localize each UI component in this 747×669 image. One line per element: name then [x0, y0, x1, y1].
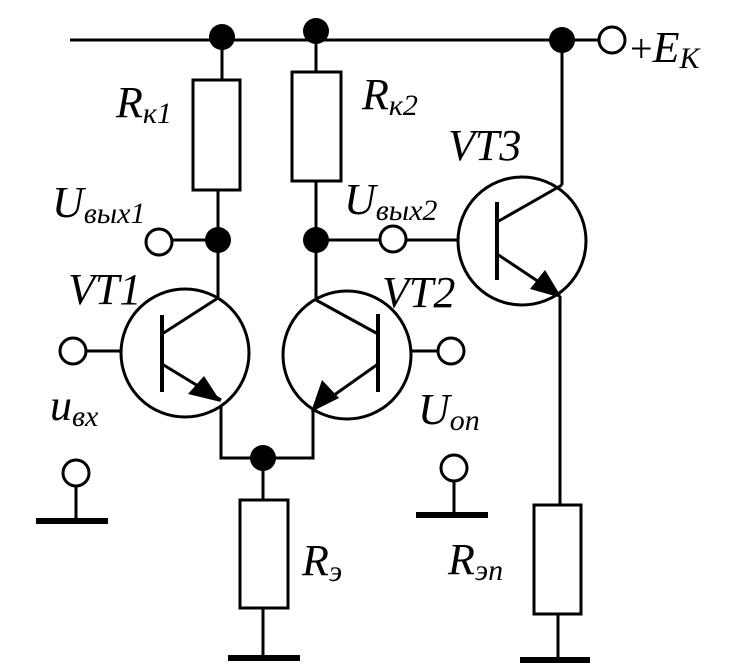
label-rk1: Rк1: [115, 78, 172, 130]
label-rk2: Rк2: [361, 70, 418, 122]
transistor-vt3: [456, 175, 588, 307]
label-supply: +EK: [630, 23, 701, 75]
label-vt2: VT2: [382, 268, 455, 317]
transistor-vt1: [119, 287, 251, 419]
node-vt1-collector: [205, 227, 231, 253]
node-vt2-collector: [303, 227, 329, 253]
label-uout1: Uвых1: [52, 178, 145, 230]
node-rail-rk1: [209, 24, 235, 50]
node-rail-rk2: [303, 18, 329, 44]
vt3-collector: [496, 183, 563, 224]
label-re: Rэ: [301, 536, 342, 588]
terminal-uref: [436, 336, 466, 366]
label-rep: Rэп: [447, 535, 503, 587]
terminal-uout2: [378, 224, 408, 254]
node-emitters: [250, 445, 276, 471]
vt2-collector: [315, 298, 379, 336]
label-uout2: Uвых2: [344, 175, 437, 227]
resistor-rk2: [290, 70, 343, 183]
vt3-body: [456, 175, 588, 307]
terminal-uref-ground: [439, 453, 469, 483]
resistor-rk1: [191, 78, 242, 192]
vt3-emitter-arrow: [530, 270, 562, 298]
transistor-vt2: [281, 289, 413, 421]
terminal-uin: [58, 336, 88, 366]
label-vt1: VT1: [68, 265, 141, 314]
vt2-emitter-arrow: [311, 380, 339, 412]
resistor-re: [238, 498, 290, 610]
terminal-uin-ground: [61, 458, 91, 488]
label-uin: uвх: [50, 381, 99, 433]
terminal-uout1: [144, 227, 174, 257]
vt1-emitter-arrow: [188, 376, 221, 402]
vt1-body: [119, 287, 251, 419]
resistor-rep: [532, 503, 583, 616]
label-uref: Uоп: [418, 385, 480, 437]
terminal-supply: [597, 25, 627, 55]
node-rail-vt3: [549, 27, 575, 53]
vt1-collector: [161, 296, 219, 336]
label-vt3: VT3: [448, 121, 521, 170]
